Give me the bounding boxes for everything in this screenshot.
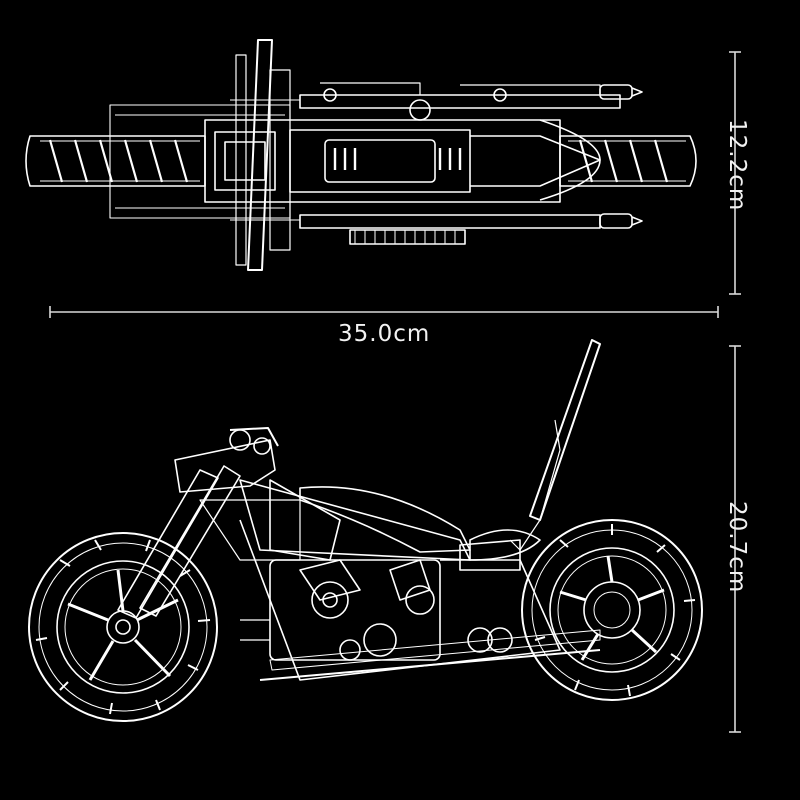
length-label: 35.0cm [338, 321, 431, 347]
top-view-width-label: 12.2cm [724, 119, 750, 212]
side-view-height-label: 20.7cm [724, 501, 750, 594]
dimension-lines [49, 51, 741, 733]
side-front-fork [117, 427, 279, 619]
side-sissy-bar [469, 339, 601, 561]
top-front-tire [25, 135, 206, 187]
side-engine [240, 559, 513, 661]
top-frame [109, 82, 643, 245]
side-frame [199, 479, 601, 681]
top-rear-tire [559, 135, 697, 187]
side-view-bike [28, 339, 703, 722]
side-front-wheel [28, 532, 218, 722]
side-rear-wheel [521, 519, 703, 701]
top-view-bike [25, 39, 697, 271]
top-handlebar [230, 39, 300, 271]
